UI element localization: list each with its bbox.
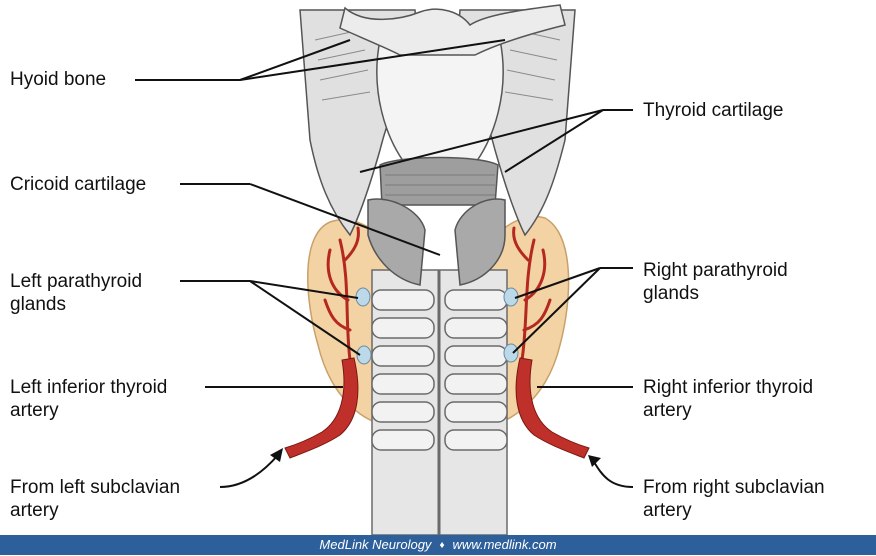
label-right-parathyroid-line2: glands — [643, 283, 699, 304]
label-from-right-subclavian-line1: From right subclavian — [643, 477, 825, 498]
inferior-thyroid-arteries — [284, 357, 590, 459]
subclavian-arrowheads — [270, 448, 601, 467]
label-left-parathyroid: Left parathyroid glands — [10, 270, 142, 316]
footer-brand: MedLink Neurology — [319, 537, 432, 552]
label-from-left-subclavian-line2: artery — [10, 500, 59, 521]
label-from-right-subclavian-line2: artery — [643, 500, 692, 521]
label-from-left-subclavian: From left subclavian artery — [10, 476, 180, 522]
label-thyroid-cartilage: Thyroid cartilage — [643, 100, 784, 121]
label-left-inferior-thyroid-artery: Left inferior thyroid artery — [10, 376, 167, 422]
label-left-inferior-thyroid-artery-line1: Left inferior thyroid — [10, 377, 168, 398]
hyoid-bone-shape — [339, 4, 566, 56]
label-left-parathyroid-line2: glands — [10, 294, 66, 315]
label-from-left-subclavian-line1: From left subclavian — [10, 477, 181, 498]
label-left-parathyroid-line1: Left parathyroid — [10, 271, 143, 292]
label-right-inferior-thyroid-artery-line2: artery — [643, 400, 692, 421]
footer-url-link[interactable]: www.medlink.com — [452, 537, 557, 552]
trachea — [371, 269, 508, 536]
label-right-inferior-thyroid-artery-line1: Right inferior thyroid — [643, 377, 814, 398]
label-right-inferior-thyroid-artery: Right inferior thyroid artery — [643, 376, 813, 422]
footer-bar: MedLink Neurology ♦ www.medlink.com — [0, 535, 876, 555]
footer-separator: ♦ — [439, 540, 445, 551]
label-from-right-subclavian: From right subclavian artery — [643, 476, 825, 522]
cricoid-cartilage-shape — [367, 156, 506, 286]
leader-lines — [135, 39, 634, 488]
label-right-parathyroid-line1: Right parathyroid — [643, 260, 788, 281]
label-hyoid-bone: Hyoid bone — [10, 69, 107, 90]
parathyroid-glands — [355, 287, 519, 365]
label-left-inferior-thyroid-artery-line2: artery — [10, 400, 59, 421]
label-cricoid-cartilage: Cricoid cartilage — [10, 174, 147, 195]
label-right-parathyroid: Right parathyroid glands — [643, 259, 788, 305]
